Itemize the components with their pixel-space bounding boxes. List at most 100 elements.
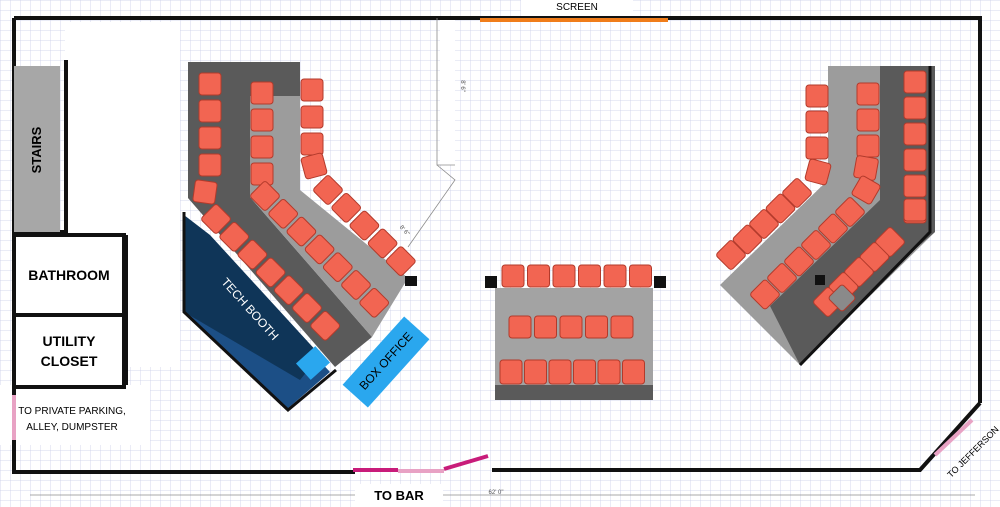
seat (559, 315, 583, 339)
screen-bar (480, 18, 668, 22)
seat (300, 152, 328, 180)
seat (268, 198, 299, 229)
seat (527, 264, 550, 288)
seat (250, 81, 274, 105)
seat (856, 82, 880, 106)
screen-label: SCREEN (521, 0, 633, 16)
seat (903, 198, 927, 222)
stairs-label: STAIRS (29, 126, 44, 174)
seat (835, 197, 865, 227)
seat (767, 263, 797, 293)
seat (622, 359, 645, 385)
seat (250, 108, 274, 132)
seat (903, 96, 927, 120)
left-riser-light (250, 62, 408, 337)
seat (552, 264, 576, 288)
seat (300, 105, 324, 129)
seat (198, 153, 222, 177)
seat (250, 162, 274, 186)
utility-label-line2: CLOSET (40, 353, 98, 369)
seat (292, 293, 322, 323)
seat (499, 359, 523, 385)
parking-label-line1: TO PRIVATE PARKING, (18, 406, 126, 417)
parking-label-line2: ALLEY, DUMPSTER (26, 422, 118, 433)
right-riser-dark (770, 66, 935, 365)
seat (508, 315, 532, 339)
seat (548, 359, 572, 385)
tech-booth (182, 212, 337, 413)
seat (750, 279, 780, 310)
bar-doors[interactable] (353, 454, 489, 473)
seat (367, 228, 398, 259)
seat (610, 315, 634, 339)
center-riser-front (495, 385, 653, 400)
seat (573, 359, 596, 385)
bathroom-label: BATHROOM (28, 267, 110, 283)
seat (501, 264, 525, 288)
screen-gap-area (440, 20, 455, 165)
room-border-strip (124, 235, 128, 385)
seat (286, 216, 317, 247)
corridor-area (0, 385, 150, 445)
seat (192, 179, 218, 205)
seat (856, 108, 880, 132)
left-seating-block (188, 62, 408, 367)
seat (198, 126, 222, 150)
seat (903, 122, 927, 146)
seat (801, 230, 831, 260)
seat (903, 174, 927, 198)
seat (250, 181, 280, 211)
seat (201, 204, 231, 234)
seat (385, 246, 416, 277)
stairs (14, 66, 60, 232)
seat (255, 257, 286, 288)
seat (273, 275, 304, 306)
seat (749, 209, 779, 239)
utility-closet-label: UTILITY CLOSET (41, 331, 98, 371)
left-riser-dark (188, 62, 372, 367)
seat (300, 78, 324, 102)
seat (765, 193, 796, 224)
seat (805, 110, 829, 134)
seat (804, 158, 832, 186)
seat (851, 175, 881, 205)
parking-label: TO PRIVATE PARKING, ALLEY, DUMPSTER (16, 404, 128, 436)
seat (237, 239, 268, 270)
seat (856, 134, 880, 158)
seat (805, 84, 829, 108)
seat (903, 148, 927, 172)
seat (359, 287, 390, 318)
seats (192, 70, 927, 385)
seat (524, 359, 547, 385)
seat (818, 213, 848, 244)
seat (310, 310, 341, 341)
post (405, 276, 417, 286)
dimension-bottom: 62' 0" (488, 490, 504, 496)
seat (784, 246, 814, 277)
utility-label-line1: UTILITY (42, 333, 96, 349)
seat (198, 99, 222, 123)
seat (782, 178, 812, 208)
seat (805, 136, 829, 160)
seat (341, 270, 371, 300)
seat (300, 132, 324, 156)
seat (629, 264, 652, 288)
dimension-upper: 8' 6" (459, 80, 465, 92)
seat (903, 70, 927, 94)
seat (331, 192, 362, 223)
seat (534, 315, 557, 339)
utility-closet: UTILITY CLOSET (12, 313, 126, 389)
seat (597, 359, 621, 385)
seat (578, 264, 601, 288)
seat (322, 252, 353, 283)
seat (219, 221, 250, 252)
box-office (342, 316, 430, 408)
seat (349, 210, 380, 241)
seat (304, 234, 335, 265)
seat (732, 224, 763, 255)
to-bar-label: TO BAR (355, 484, 443, 507)
jefferson-door[interactable] (933, 418, 974, 457)
seat (585, 315, 608, 339)
seat (198, 72, 222, 96)
